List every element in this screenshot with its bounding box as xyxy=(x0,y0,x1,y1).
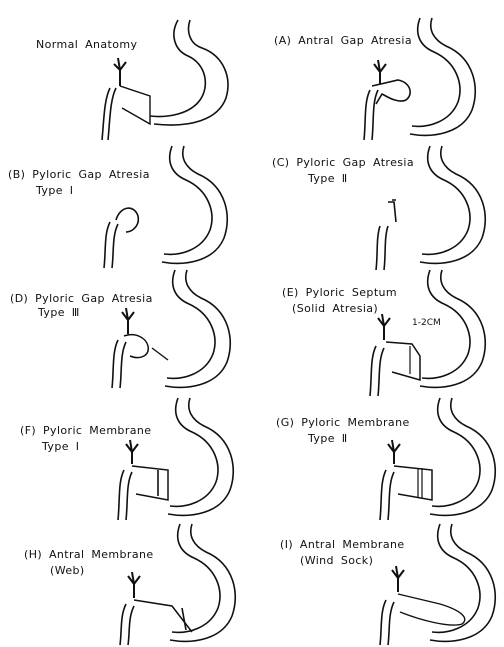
panel-i-subtitle: (Wind Sock) xyxy=(300,554,373,568)
panel-e-title: (E) Pyloric Septum xyxy=(282,286,397,300)
panel-d-subtitle: Type Ⅲ xyxy=(38,306,80,320)
panel-b-title: (B) Pyloric Gap Atresia xyxy=(8,168,150,182)
panel-g-subtitle: Type Ⅱ xyxy=(308,432,348,446)
panel-c-title: (C) Pyloric Gap Atresia xyxy=(272,156,414,170)
panel-e-subtitle: (Solid Atresia) xyxy=(292,302,378,316)
panel-f-title: (F) Pyloric Membrane xyxy=(20,424,151,438)
panel-f-drawing xyxy=(118,398,233,520)
panel-h-title: (H) Antral Membrane xyxy=(24,548,154,562)
panel-d-title: (D) Pyloric Gap Atresia xyxy=(10,292,153,306)
panel-d-drawing xyxy=(112,270,230,388)
panel-g-title: (G) Pyloric Membrane xyxy=(276,416,410,430)
panel-c-subtitle: Type Ⅱ xyxy=(308,172,348,186)
panel-e-measure-note: 1-2CM xyxy=(412,318,441,328)
panel-b-drawing xyxy=(104,146,227,268)
panel-h-subtitle: (Web) xyxy=(50,564,85,578)
panel-h-drawing xyxy=(120,524,235,645)
panel-normal-title: Normal Anatomy xyxy=(36,38,137,52)
panel-i-title: (I) Antral Membrane xyxy=(280,538,405,552)
panel-a-title: (A) Antral Gap Atresia xyxy=(274,34,412,48)
panel-f-subtitle: Type Ⅰ xyxy=(42,440,79,454)
panel-b-subtitle: Type Ⅰ xyxy=(36,184,73,198)
